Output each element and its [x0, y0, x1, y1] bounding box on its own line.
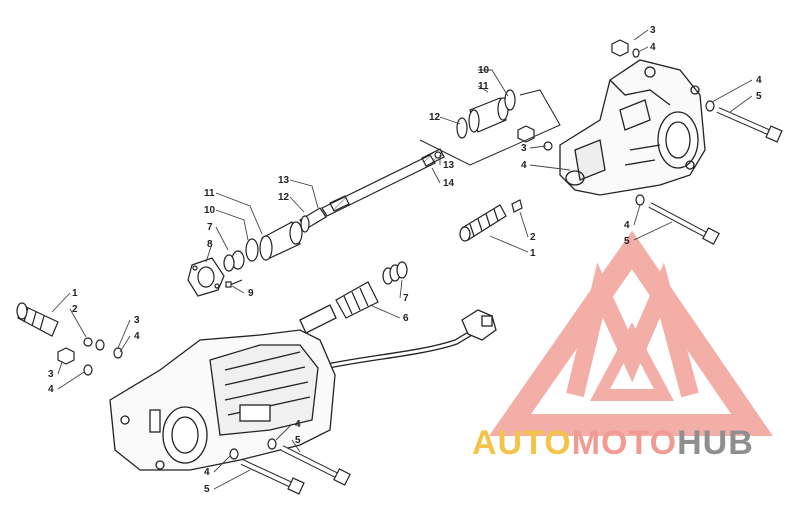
middle-boot: [335, 261, 408, 319]
callout-label: 10: [478, 65, 490, 76]
flange: [187, 257, 243, 297]
lower-washers: [57, 339, 277, 460]
callout-label: 7: [403, 293, 409, 304]
wire-harness: [317, 309, 497, 371]
callout-label: 5: [204, 484, 210, 495]
callout-label: 5: [295, 435, 301, 446]
watermark-hub: HUB: [677, 424, 754, 462]
callout-label: 3: [521, 143, 527, 154]
upper-housing: [559, 59, 706, 196]
callout-label: 12: [429, 112, 441, 123]
callout-label: 3: [134, 315, 140, 326]
upper-bolt-right: [705, 100, 783, 143]
callout-label: 4: [624, 220, 630, 231]
callout-label: 4: [48, 384, 54, 395]
callout-label: 1: [530, 248, 536, 259]
callout-label: 9: [248, 288, 254, 299]
callout-label: 7: [207, 222, 213, 233]
callout-label: 13: [278, 175, 290, 186]
callout-labels: 3 4 4 5 10 11 12 3 4 13 14 2 1 4 5 13 12…: [48, 25, 762, 495]
leader-lines: [51, 29, 753, 490]
callout-label: 1: [72, 288, 78, 299]
callout-label: 13: [443, 160, 455, 171]
driveshaft: [299, 148, 445, 230]
middle-cv-boot: [223, 215, 310, 272]
callout-label: 2: [72, 304, 78, 315]
callout-label: 4: [650, 42, 656, 53]
watermark-logo: [488, 230, 773, 436]
callout-label: 14: [443, 178, 455, 189]
upper-bolt-lower: [635, 194, 720, 245]
callout-label: 2: [530, 232, 536, 243]
callout-label: 4: [756, 75, 762, 86]
callout-label: 3: [48, 369, 54, 380]
callout-label: 4: [134, 331, 140, 342]
lower-housing: [109, 304, 337, 471]
lower-boot: [16, 302, 93, 347]
callout-label: 8: [207, 239, 213, 250]
callout-label: 4: [521, 160, 527, 171]
callout-label: 11: [204, 188, 215, 199]
frame-lines: [419, 89, 561, 166]
watermark-text: AUTOMOTOHUB: [472, 424, 754, 463]
callout-label: 4: [295, 419, 301, 430]
callout-label: 12: [278, 192, 290, 203]
upper-cv-boot: [456, 89, 516, 139]
watermark-auto: AUTO: [472, 424, 572, 462]
callout-label: 11: [478, 81, 489, 92]
upper-boot: [459, 199, 523, 242]
callout-label: 6: [403, 313, 409, 324]
callout-label: 5: [756, 91, 762, 102]
watermark-moto: MOTO: [571, 424, 678, 462]
lower-bolts: [240, 445, 351, 495]
callout-label: 5: [624, 236, 630, 247]
callout-label: 4: [204, 467, 210, 478]
callout-label: 10: [204, 205, 216, 216]
callout-label: 3: [650, 25, 656, 36]
